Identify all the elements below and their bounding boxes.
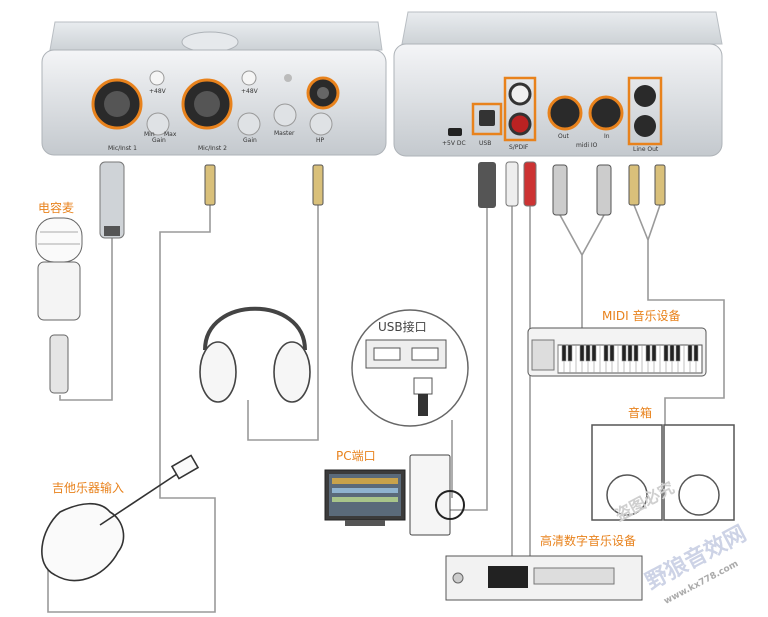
spdif-coax-white <box>508 82 532 106</box>
midi-device-label: MIDI 音乐设备 <box>602 309 681 323</box>
midi-keyboard-illustration <box>527 327 707 377</box>
gain-1-label: Gain <box>152 137 166 144</box>
gain-1-knob <box>146 112 170 136</box>
keyboard-black-key <box>609 344 615 362</box>
usb-b-plug <box>478 162 496 208</box>
midi-out-label: Out <box>558 133 569 140</box>
condenser-mic-label: 电容麦 <box>38 201 75 215</box>
usb-port-label: USB接口 <box>378 320 427 334</box>
midi-plug-2 <box>596 164 612 216</box>
line-out-label: Line Out <box>633 146 659 153</box>
keyboard-black-key <box>567 344 573 362</box>
speakers-label: 音箱 <box>628 406 653 420</box>
speakers-illustration <box>591 424 735 521</box>
midi-plug-1 <box>552 164 568 216</box>
master-knob <box>273 103 297 127</box>
line-out-left-jack <box>634 85 656 107</box>
usb-port-highlight <box>471 102 503 136</box>
midi-in-port <box>588 95 624 131</box>
keyboard-black-key <box>621 344 627 362</box>
usb-b-port <box>479 110 495 126</box>
spdif-highlight <box>503 76 537 142</box>
mic-inst-1-label: Mic/Inst 1 <box>108 145 137 152</box>
phantom-power-1-button <box>149 70 165 86</box>
keyboard-black-key <box>591 344 597 362</box>
headphones-illustration <box>199 306 311 403</box>
mic-inst-2-label: Mic/Inst 2 <box>198 145 227 152</box>
interface-rear <box>393 11 723 157</box>
master-label: Master <box>274 130 295 137</box>
keyboard-black-key <box>633 344 639 362</box>
gain-2-label: Gain <box>243 137 257 144</box>
usb-zoom-illustration <box>351 309 469 427</box>
line-out-cable-r <box>647 204 661 241</box>
xlr-male-plug <box>99 161 125 239</box>
keyboard-black-key <box>645 344 651 362</box>
spdif-label: S/PDIF <box>509 144 529 151</box>
trs-plug-line-r <box>654 164 666 206</box>
keyboard-black-key <box>663 344 669 362</box>
gain-1-min-label: Min <box>144 131 155 138</box>
rca-plug-red <box>523 161 537 207</box>
midi-cable-out <box>559 214 583 328</box>
keyboard-black-key <box>693 344 699 362</box>
keyboard-black-key <box>651 344 657 362</box>
rca-plug-white <box>505 161 519 207</box>
digital-device-illustration <box>445 555 643 601</box>
hp-knob <box>309 112 333 136</box>
spdif-coax-red <box>508 112 532 136</box>
interface-front <box>41 21 387 156</box>
midi-in-label: In <box>604 133 610 140</box>
midi-out-port <box>547 95 583 131</box>
line-out-highlight <box>627 76 663 146</box>
guitar-input-label: 吉他乐器输入 <box>52 481 125 495</box>
plugs <box>99 161 666 239</box>
keyboard-black-key <box>603 344 609 362</box>
usb-rear-label: USB <box>479 140 492 147</box>
line-out-right-jack <box>634 115 656 137</box>
keyboard-black-key <box>561 344 567 362</box>
keyboard-black-key <box>669 344 675 362</box>
keyboard-black-key <box>675 344 681 362</box>
pc-illustration <box>324 454 465 536</box>
keyboard-black-key <box>579 344 585 362</box>
headphone-cable <box>247 205 319 441</box>
keyboard-black-key <box>687 344 693 362</box>
hp-label: HP <box>316 137 325 144</box>
dc-label: +5V DC <box>442 140 466 147</box>
midi-io-label: midi IO <box>576 142 598 149</box>
cables <box>47 204 725 613</box>
gain-1-max-label: Max <box>164 131 177 138</box>
phantom-2-label: +48V <box>241 88 258 95</box>
dc-power-jack <box>448 128 462 136</box>
pc-port-label: PC端口 <box>336 449 376 463</box>
keyboard-black-key <box>627 344 633 362</box>
gain-2-knob <box>237 112 261 136</box>
phantom-power-2-button <box>241 70 257 86</box>
trs-plug-inst <box>204 164 216 206</box>
guitar-illustration <box>41 454 200 582</box>
phantom-1-label: +48V <box>149 88 166 95</box>
digital-device-label: 高清数字音乐设备 <box>540 534 637 548</box>
guitar-cable <box>47 205 216 613</box>
midi-cable-in <box>581 214 605 256</box>
condenser-mic-illustration <box>35 217 83 394</box>
trs-plug-hp <box>312 164 324 206</box>
mic-cable <box>59 238 113 401</box>
usb-cable <box>448 208 488 511</box>
trs-plug-line-l <box>628 164 640 206</box>
keyboard-black-key <box>585 344 591 362</box>
